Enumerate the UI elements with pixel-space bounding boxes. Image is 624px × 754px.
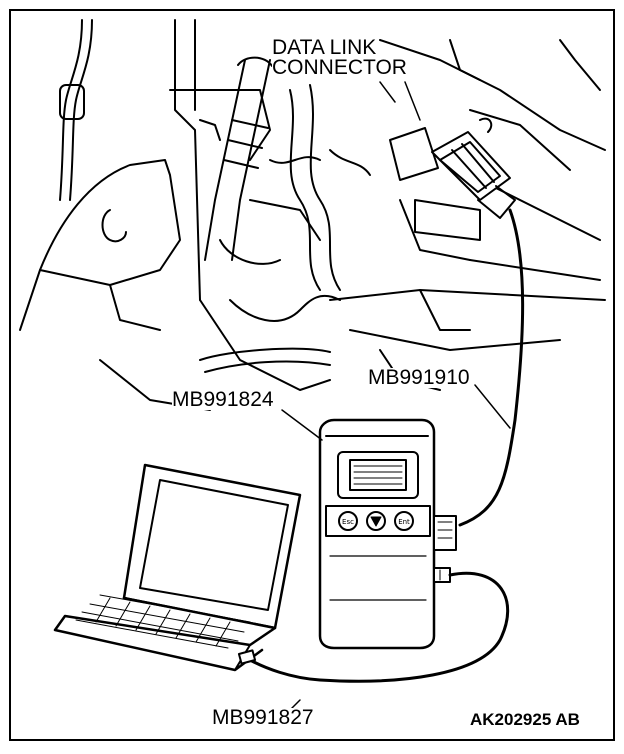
esc-button-text: Esc <box>342 518 354 526</box>
mb991910-cable <box>458 208 525 527</box>
data-link-connector-label-line2: CONNECTOR <box>272 56 407 79</box>
enter-button-text: Ent <box>398 518 410 526</box>
laptop-pc <box>53 463 302 672</box>
figure-id-label: AK202925 AB <box>470 710 580 729</box>
data-link-connector-plug <box>379 81 516 219</box>
mb991910-label: MB991910 <box>368 366 470 389</box>
esc-button-icon <box>338 511 358 531</box>
data-link-connector-label-line1: DATA LINK <box>272 36 377 59</box>
figure-frame <box>9 9 615 741</box>
enter-button-icon <box>394 511 414 531</box>
mb991824-vci-device: Esc Ent <box>281 409 457 650</box>
mb991824-label: MB991824 <box>172 388 274 411</box>
mb991827-label: MB991827 <box>212 706 314 729</box>
